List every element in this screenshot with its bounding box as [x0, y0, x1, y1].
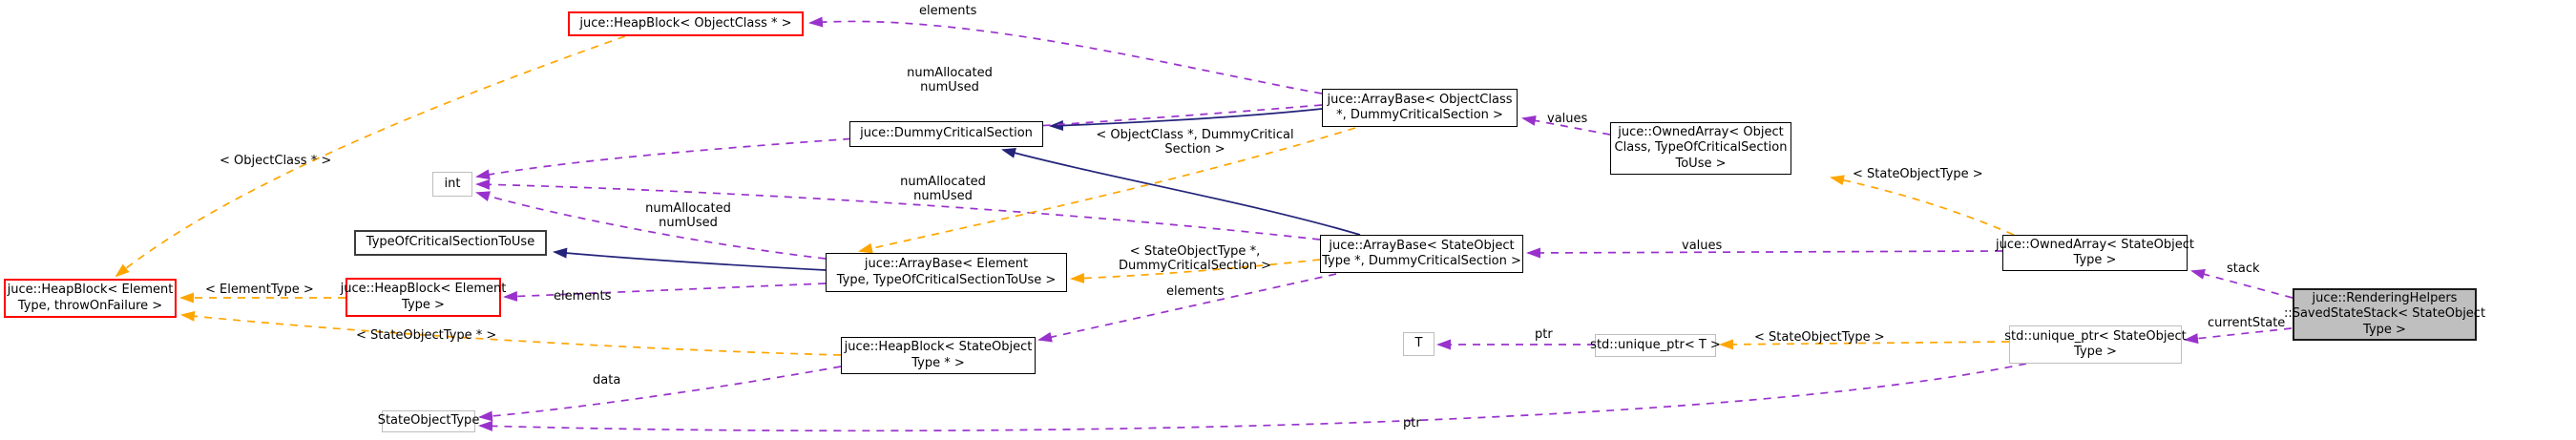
- node-text-line: Type >: [402, 297, 445, 312]
- edge-label-line: numAllocated: [900, 175, 986, 189]
- class-node-heapblock-stateobject[interactable]: juce::HeapBlock< StateObject Type * >: [841, 337, 1036, 374]
- edge-label-line: DummyCriticalSection >: [1118, 259, 1272, 273]
- edge-inherit-arraybase-element-to-typeofcriticalsectiontouse: [553, 247, 827, 271]
- edge-values-ownedarray-stateobject-to-arraybase-stateobject: [1526, 247, 2003, 259]
- class-node-ownedarray-stateobject[interactable]: juce::OwnedArray< StateObject Type >: [1996, 235, 2194, 271]
- node-text-line: Type >: [2073, 253, 2117, 267]
- class-node-heapblock-objectclass[interactable]: juce::HeapBlock< ObjectClass * >: [568, 11, 804, 36]
- node-text-line: juce::HeapBlock< Element: [340, 282, 507, 296]
- node-text-line: Type >: [2074, 345, 2117, 359]
- node-text-line: juce::HeapBlock< ObjectClass * >: [579, 15, 792, 31]
- node-text-line: Class, TypeOfCriticalSection: [1614, 140, 1788, 156]
- edge-label-template-stateobjecttype-ownedarray: < StateObjectType >: [1853, 167, 1983, 181]
- edge-numallocated-arraybase-objectclass-to-int: [475, 104, 1323, 180]
- edge-label-elements-objectclass: elements: [919, 4, 977, 18]
- node-text-line: TypeOfCriticalSectionToUse: [366, 235, 535, 250]
- class-node-arraybase-stateobject[interactable]: juce::ArrayBase< StateObject Type *, Dum…: [1320, 235, 1523, 273]
- class-node-heapblock-element[interactable]: juce::HeapBlock< Element Type >: [341, 278, 506, 317]
- node-text-line: juce::DummyCriticalSection: [860, 126, 1033, 141]
- node-text-line: std::unique_ptr< T >: [1590, 337, 1721, 352]
- edge-label-template-stateobject-dummycriticalsection: < StateObjectType *, DummyCriticalSectio…: [1115, 244, 1275, 273]
- edge-label-line: numUsed: [659, 216, 718, 230]
- edge-label-template-stateobjecttype-uniqueptr: < StateObjectType >: [1754, 330, 1885, 345]
- edge-elements-arraybase-objectclass-to-heapblock-objectclass: [808, 16, 1323, 94]
- edge-label-numallocated-stateobject: numAllocated numUsed: [890, 175, 995, 203]
- node-text-line: T: [1414, 336, 1423, 351]
- edge-currentstate-savedstatestack-to-uniqueptr-stateobject: [2184, 327, 2293, 345]
- class-node-stateobjecttype: StateObjectType: [378, 410, 479, 432]
- class-node-heapblock-element-throwonfailure[interactable]: juce::HeapBlock< Element Type, throwOnFa…: [4, 279, 177, 318]
- edge-numallocated-arraybase-stateobject-to-int: [475, 178, 1321, 241]
- edge-label-values-objectclass: values: [1547, 112, 1588, 126]
- class-node-uniqueptr-t: std::unique_ptr< T >: [1590, 334, 1721, 357]
- edge-template-ownedarray-stateobject-to-ownedarray-objectclass: [1830, 175, 2015, 236]
- node-text-line: Type, throwOnFailure >: [17, 298, 163, 313]
- node-text-line: juce::ArrayBase< Element: [864, 257, 1029, 271]
- edge-label-elements-element: elements: [554, 289, 612, 304]
- edge-label-template-elementtype: < ElementType >: [205, 283, 314, 297]
- class-node-typeofcriticalsectiontouse: TypeOfCriticalSectionToUse: [354, 230, 547, 256]
- edge-label-numallocated-element: numAllocated numUsed: [636, 201, 741, 230]
- node-text-line: Type >: [2363, 322, 2406, 337]
- node-text-line: std::unique_ptr< StateObject: [2004, 328, 2187, 344]
- node-text-line: juce::HeapBlock< Element: [7, 283, 174, 297]
- edge-values-ownedarray-objectclass-to-arraybase-objectclass: [1521, 115, 1611, 136]
- edge-label-line: numUsed: [913, 189, 973, 203]
- edge-ptr-uniqueptr-stateobject-to-stateobjecttype: [478, 363, 2027, 432]
- node-text-line: *, DummyCriticalSection >: [1336, 108, 1503, 122]
- edge-data-heapblock-stateobject-to-stateobjecttype: [478, 366, 842, 422]
- edge-label-line: numUsed: [920, 80, 979, 94]
- edge-label-stack: stack: [2227, 262, 2260, 276]
- edge-numallocated-arraybase-element-to-int: [475, 191, 827, 260]
- node-text-line: ToUse >: [1675, 156, 1727, 171]
- node-text-line: int: [444, 176, 461, 191]
- class-node-arraybase-objectclass[interactable]: juce::ArrayBase< ObjectClass *, DummyCri…: [1322, 89, 1518, 127]
- edge-label-currentstate: currentState: [2208, 316, 2286, 330]
- class-node-t: T: [1403, 332, 1435, 356]
- node-text-line: juce::OwnedArray< Object: [1618, 124, 1784, 139]
- edge-inherit-arraybase-objectclass-to-dummycriticalsection: [1049, 108, 1323, 132]
- edge-label-elements-stateobject: elements: [1166, 284, 1225, 299]
- edge-label-template-objectclass-ptr: < ObjectClass * >: [220, 154, 332, 168]
- class-node-int: int: [432, 172, 472, 197]
- edge-label-line: Section >: [1164, 142, 1225, 157]
- edge-template-heapblock-objectclass-to-heapblock-element-throw: [115, 35, 626, 278]
- edge-label-numallocated-objectclass: numAllocated numUsed: [897, 66, 1002, 94]
- edge-template-arraybase-objectclass-to-arraybase-element: [858, 127, 1356, 254]
- edge-template-heapblock-stateobject-to-heapblock-element-throw: [180, 310, 842, 356]
- edge-label-data: data: [593, 373, 621, 388]
- edge-template-arraybase-stateobject-to-arraybase-element: [1070, 259, 1321, 283]
- edge-label-line: numAllocated: [645, 201, 731, 216]
- edge-label-line: < ObjectClass *, DummyCritical: [1096, 128, 1294, 142]
- node-text-line: juce::HeapBlock< StateObject: [844, 340, 1033, 354]
- class-node-dummycriticalsection[interactable]: juce::DummyCriticalSection: [849, 121, 1043, 147]
- node-text-line: Type * >: [911, 355, 965, 370]
- edge-stack-savedstatestack-to-ownedarray-stateobject: [2190, 269, 2293, 299]
- edge-label-ptr-t: ptr: [1535, 327, 1553, 342]
- class-node-renderinghelpers-savedstatestack: juce::RenderingHelpers ::SavedStateStack…: [2284, 288, 2485, 341]
- edge-label-line: numAllocated: [907, 66, 993, 80]
- edge-elements-arraybase-element-to-heapblock-element: [503, 283, 827, 302]
- class-node-uniqueptr-stateobject: std::unique_ptr< StateObject Type >: [2004, 325, 2187, 364]
- node-text-line: StateObjectType: [377, 413, 480, 429]
- edge-label-template-stateobjecttype-ptr: < StateObjectType * >: [356, 328, 497, 343]
- node-text-line: juce::ArrayBase< ObjectClass: [1327, 92, 1513, 107]
- node-text-line: ::SavedStateStack< StateObject: [2283, 306, 2486, 322]
- edge-inherit-arraybase-stateobject-to-dummycriticalsection: [1001, 148, 1361, 236]
- edge-label-ptr-stateobject: ptr: [1403, 416, 1421, 430]
- class-node-ownedarray-objectclass[interactable]: juce::OwnedArray< Object Class, TypeOfCr…: [1610, 122, 1791, 175]
- node-text-line: juce::RenderingHelpers: [2312, 290, 2458, 305]
- edge-label-values-stateobject: values: [1682, 239, 1723, 253]
- node-text-line: Type *, DummyCriticalSection >: [1322, 254, 1521, 268]
- edge-template-uniqueptr-stateobject-to-uniqueptr-t: [1719, 339, 2010, 350]
- edge-label-line: < StateObjectType *,: [1129, 244, 1261, 259]
- class-node-arraybase-element[interactable]: juce::ArrayBase< Element Type, TypeOfCri…: [826, 253, 1067, 292]
- node-text-line: juce::OwnedArray< StateObject: [1996, 237, 2194, 252]
- node-text-line: juce::ArrayBase< StateObject: [1329, 238, 1515, 253]
- node-text-line: Type, TypeOfCriticalSectionToUse >: [836, 272, 1057, 287]
- edge-label-template-objectclass-dummycriticalsection: < ObjectClass *, DummyCritical Section >: [1089, 128, 1301, 157]
